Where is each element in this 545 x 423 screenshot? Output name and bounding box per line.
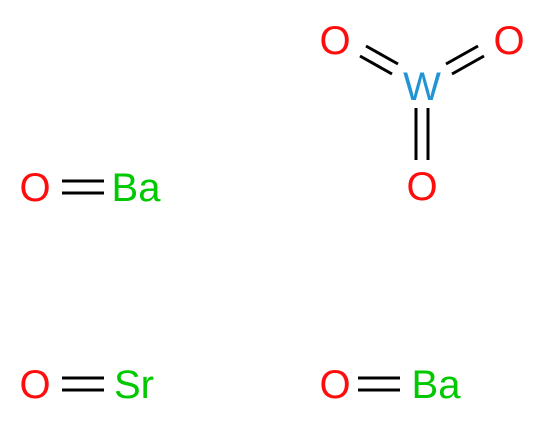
barium-oxide-1: O Ba [19,166,161,210]
atom-o-bottom: O [406,165,437,209]
bond-w-o-left-a [365,44,399,66]
barium-oxide-2: O Ba [319,363,461,407]
atom-o-baO-2: O [319,363,350,407]
atom-o-upper-right: O [493,19,524,63]
atom-ba-2: Ba [412,363,462,407]
atom-ba-1: Ba [112,166,162,210]
atom-o-baO-1: O [19,166,50,210]
strontium-oxide: O Sr [19,363,154,407]
bond-w-o-right-b [451,54,485,76]
bond-w-o-right-a [445,44,479,66]
atom-o-srO: O [19,363,50,407]
atom-o-upper-left: O [319,19,350,63]
tungstate-molecule: O O W O [319,19,524,209]
bond-w-o-left-b [359,54,393,76]
atom-w: W [403,65,441,109]
atom-sr: Sr [114,363,154,407]
